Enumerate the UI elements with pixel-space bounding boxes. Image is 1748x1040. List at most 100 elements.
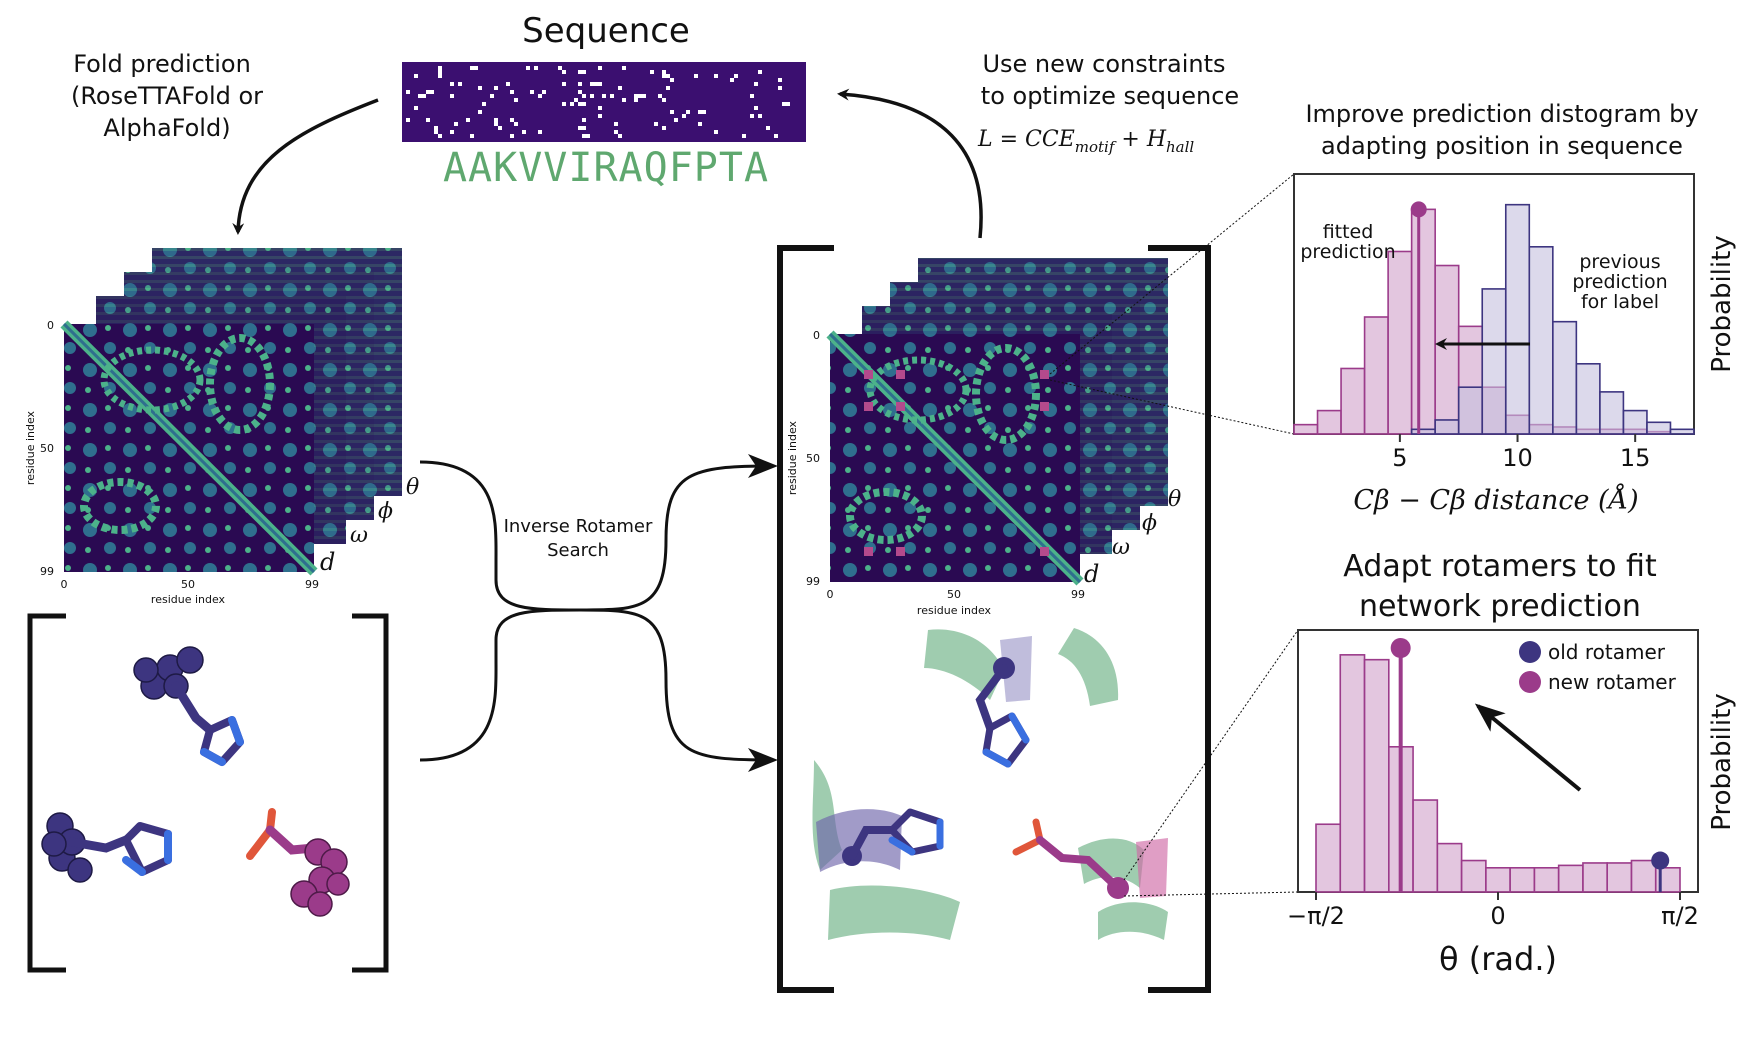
sequence-dot [662, 70, 666, 74]
sequence-dot [490, 94, 494, 98]
connector-search-to-map [579, 454, 778, 612]
fold-label-line3: AlphaFold) [103, 114, 230, 142]
sequence-dot [494, 118, 498, 122]
sequence-dot [454, 122, 458, 126]
distogram-label-fitted-2: prediction [1300, 241, 1395, 263]
optimize-line2: to optimize sequence [981, 82, 1239, 110]
sequence-dot [582, 118, 586, 122]
zoom-line-bottom-2 [1123, 891, 1299, 897]
mid-map-layer-omega: ω [1112, 535, 1130, 560]
rotamer-ylabel: Probability [1707, 693, 1737, 830]
sequence-letters: AAKVVIRAQFPTA [443, 145, 769, 191]
sequence-dot [562, 82, 566, 86]
distogram-bar [1434, 264, 1460, 435]
rotamer-tick-label: π/2 [1661, 902, 1699, 930]
sequence-dot [494, 122, 498, 126]
sequence-dot [478, 86, 482, 90]
sequence-dot [666, 74, 670, 78]
sequence-dot [614, 130, 618, 134]
sequence-dot [414, 106, 418, 110]
sequence-dot [658, 94, 662, 98]
sequence-dot [742, 134, 746, 138]
distogram-bar [1387, 250, 1413, 435]
sequence-dot [750, 94, 754, 98]
sequence-dot [450, 94, 454, 98]
left-bracket-close [352, 613, 389, 973]
sequence-dot [582, 94, 586, 98]
distogram-label-fitted-1: fitted [1323, 221, 1374, 243]
distogram-bar [1434, 419, 1460, 435]
sequence-dot [594, 82, 598, 86]
mid-map-stack [826, 258, 1168, 586]
sequence-dot [714, 130, 718, 134]
sequence-dot [758, 114, 762, 118]
sequence-dot [582, 134, 586, 138]
sequence-dot [470, 134, 474, 138]
sequence-dot [438, 74, 442, 78]
left-map-stack [60, 248, 402, 576]
fitted-marker-dot [1410, 201, 1427, 218]
sequence-dot [426, 90, 430, 94]
sequence-dot [618, 134, 622, 138]
distogram-label-previous-1: previous [1579, 251, 1660, 273]
sequence-dot [590, 82, 594, 86]
sequence-dot [638, 94, 642, 98]
distogram-bar [1316, 409, 1342, 435]
sequence-dot [422, 94, 426, 98]
sequence-dot [522, 130, 526, 134]
legend-new-marker [1519, 671, 1541, 693]
connector-map-to-search [419, 460, 581, 612]
sequence-dot [714, 74, 718, 78]
sequence-dot [430, 90, 434, 94]
distogram-tick-label: 5 [1392, 444, 1407, 472]
distogram-title-line1: Improve prediction distogram by [1305, 100, 1698, 128]
sequence-dot [418, 94, 422, 98]
distogram-ylabel: Probability [1707, 235, 1737, 372]
sequence-dot [634, 94, 638, 98]
sequence-dot [562, 70, 566, 74]
old-rotamer-dot [1651, 851, 1670, 870]
sequence-dot [574, 98, 578, 102]
sequence-dot [438, 66, 442, 70]
mid-map-xtick-0: 0 [827, 588, 834, 601]
sequence-dot [478, 110, 482, 114]
sequence-dot [578, 70, 582, 74]
sequence-dot [542, 90, 546, 94]
left-map-ylabel: residue index [24, 410, 37, 485]
inverse-search-line2: Search [547, 540, 609, 561]
left-map-ytick-0: 0 [47, 319, 54, 332]
sequence-dot [730, 78, 734, 82]
left-map-layer-d: d [320, 548, 335, 576]
distogram-bar [1669, 428, 1695, 435]
distogram-bar [1363, 316, 1389, 435]
fold-label-line2: (RoseTTAFold or [71, 82, 263, 110]
legend-old-marker [1519, 641, 1541, 663]
distogram-title-line2: adapting position in sequence [1321, 132, 1683, 160]
sequence-dot [666, 86, 670, 90]
sequence-dot [506, 82, 510, 86]
zoom-line-bottom-1 [1049, 379, 1295, 435]
sequence-dot [578, 126, 582, 130]
sequence-dot [494, 86, 498, 90]
sequence-dot [674, 118, 678, 122]
sequence-dot [610, 94, 614, 98]
distogram-bar [1410, 208, 1436, 435]
rotamer-bars [1315, 638, 1681, 893]
sequence-dot [414, 74, 418, 78]
arrow-optimize-to-sequence [837, 88, 983, 239]
sequence-dot [582, 70, 586, 74]
sequence-dot [598, 114, 602, 118]
sequence-dot [578, 82, 582, 86]
sequence-dot [582, 126, 586, 130]
distogram-tick-label: 10 [1502, 444, 1533, 472]
sequence-dot [778, 78, 782, 82]
sequence-dot [786, 102, 790, 106]
distogram-bar [1293, 423, 1319, 435]
distogram-bar [1481, 288, 1507, 435]
sequence-dot [582, 102, 586, 106]
left-map-xtick-2: 99 [305, 578, 319, 591]
sequence-dot [426, 118, 430, 122]
histidine-sidechain-top [133, 646, 244, 766]
